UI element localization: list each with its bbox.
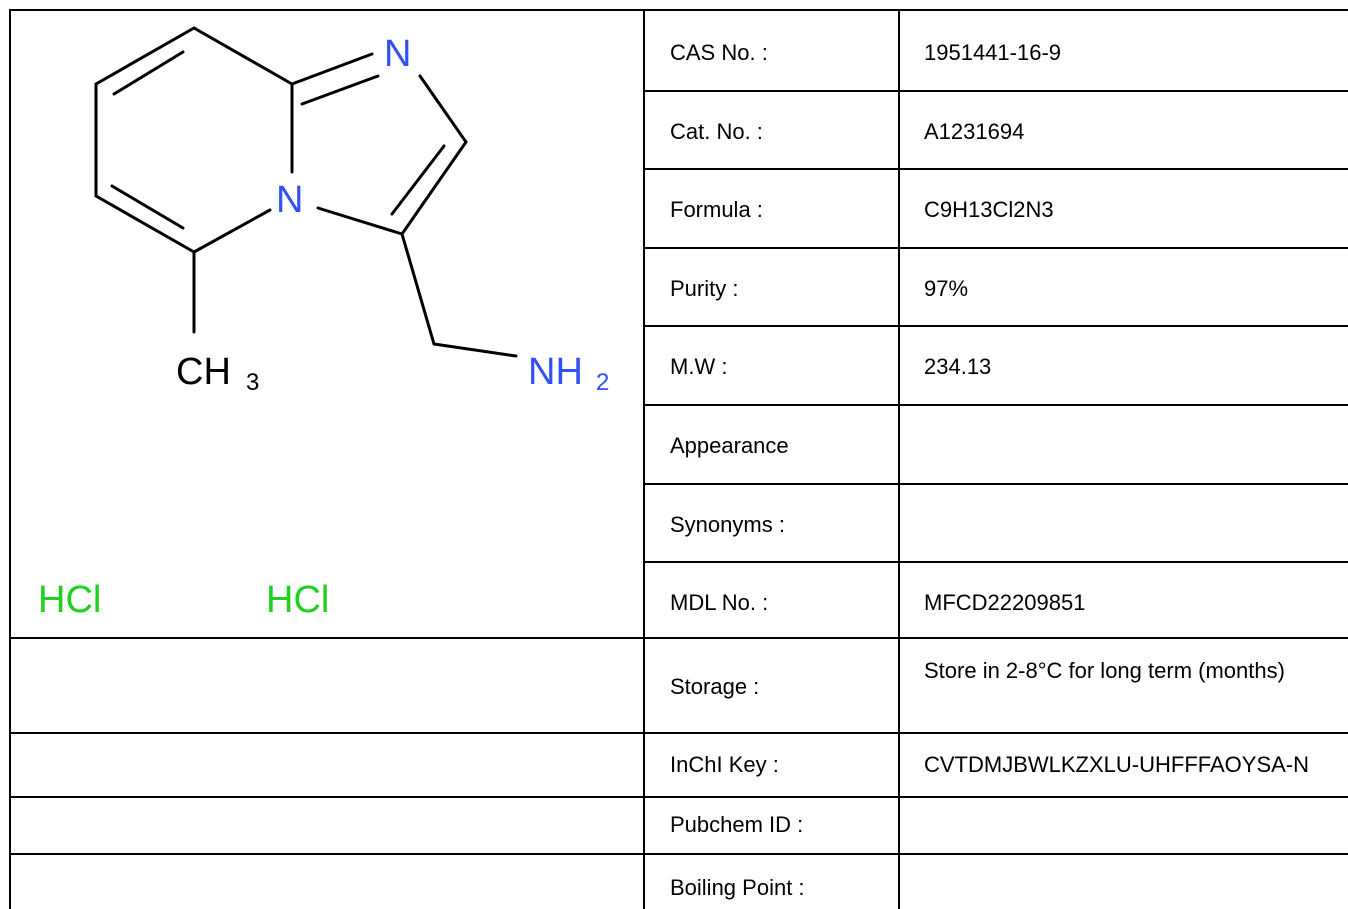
amine-label: NH xyxy=(528,351,583,393)
table-column-divider xyxy=(898,9,900,909)
property-label-storage: Storage : xyxy=(670,674,760,699)
bond xyxy=(400,140,468,236)
property-label-cas: CAS No. : xyxy=(670,40,768,65)
property-label-formula: Formula : xyxy=(670,197,763,222)
nitrogen-atom-label: N xyxy=(276,179,303,221)
table-row-divider xyxy=(9,732,1348,734)
hcl-salt-label: HCl xyxy=(38,579,101,621)
property-label-synonyms: Synonyms : xyxy=(670,512,785,537)
table-row-divider xyxy=(645,561,1348,563)
property-value-formula: C9H13Cl2N3 xyxy=(924,197,1054,222)
amine-subscript: 2 xyxy=(596,369,609,396)
property-value-mdl: MFCD22209851 xyxy=(924,590,1086,615)
bond xyxy=(316,206,404,236)
bond xyxy=(112,50,185,96)
property-label-inchi-key: InChI Key : xyxy=(670,752,779,777)
property-value-storage: Store in 2-8°C for long term (months) xyxy=(924,658,1285,683)
property-label-boiling-point: Boiling Point : xyxy=(670,875,805,900)
bond xyxy=(390,144,446,216)
bond xyxy=(290,52,374,86)
bond xyxy=(192,208,272,254)
table-row-divider xyxy=(9,637,1348,639)
bond xyxy=(418,74,468,144)
property-label-pubchem: Pubchem ID : xyxy=(670,812,804,837)
hcl-salt-label: HCl xyxy=(266,579,329,621)
property-value-cas: 1951441-16-9 xyxy=(924,40,1062,65)
property-value-mw: 234.13 xyxy=(924,354,992,379)
bond xyxy=(110,184,185,230)
table-row-divider xyxy=(645,247,1348,249)
property-label-mw: M.W : xyxy=(670,354,728,379)
bond xyxy=(94,194,196,254)
table-row-divider xyxy=(645,404,1348,406)
table-border-top xyxy=(9,9,1348,11)
bond xyxy=(94,26,196,86)
property-value-cat: A1231694 xyxy=(924,119,1025,144)
table-column-divider xyxy=(643,9,645,909)
property-value-purity: 97% xyxy=(924,276,969,301)
bond xyxy=(432,342,518,358)
table-row-divider xyxy=(645,325,1348,327)
bond xyxy=(300,74,380,106)
methyl-subscript: 3 xyxy=(246,369,259,396)
property-value-inchi-key: CVTDMJBWLKZXLU-UHFFFAOYSA-N xyxy=(924,752,1310,777)
property-label-mdl: MDL No. : xyxy=(670,590,769,615)
bond xyxy=(192,26,294,86)
property-label-appearance: Appearance xyxy=(670,433,789,458)
table-border-left xyxy=(9,9,11,909)
table-row-divider xyxy=(645,90,1348,92)
table-row-divider xyxy=(9,853,1348,855)
table-row-divider xyxy=(9,796,1348,798)
bond xyxy=(400,232,436,346)
chemical-structure: N N CH 3 NH 2 HCl HCl xyxy=(38,26,609,621)
property-label-cat: Cat. No. : xyxy=(670,119,763,144)
nitrogen-atom-label: N xyxy=(384,33,411,75)
property-label-purity: Purity : xyxy=(670,276,739,301)
methyl-label: CH xyxy=(176,351,231,393)
table-row-divider xyxy=(645,168,1348,170)
table-row-divider xyxy=(645,483,1348,485)
